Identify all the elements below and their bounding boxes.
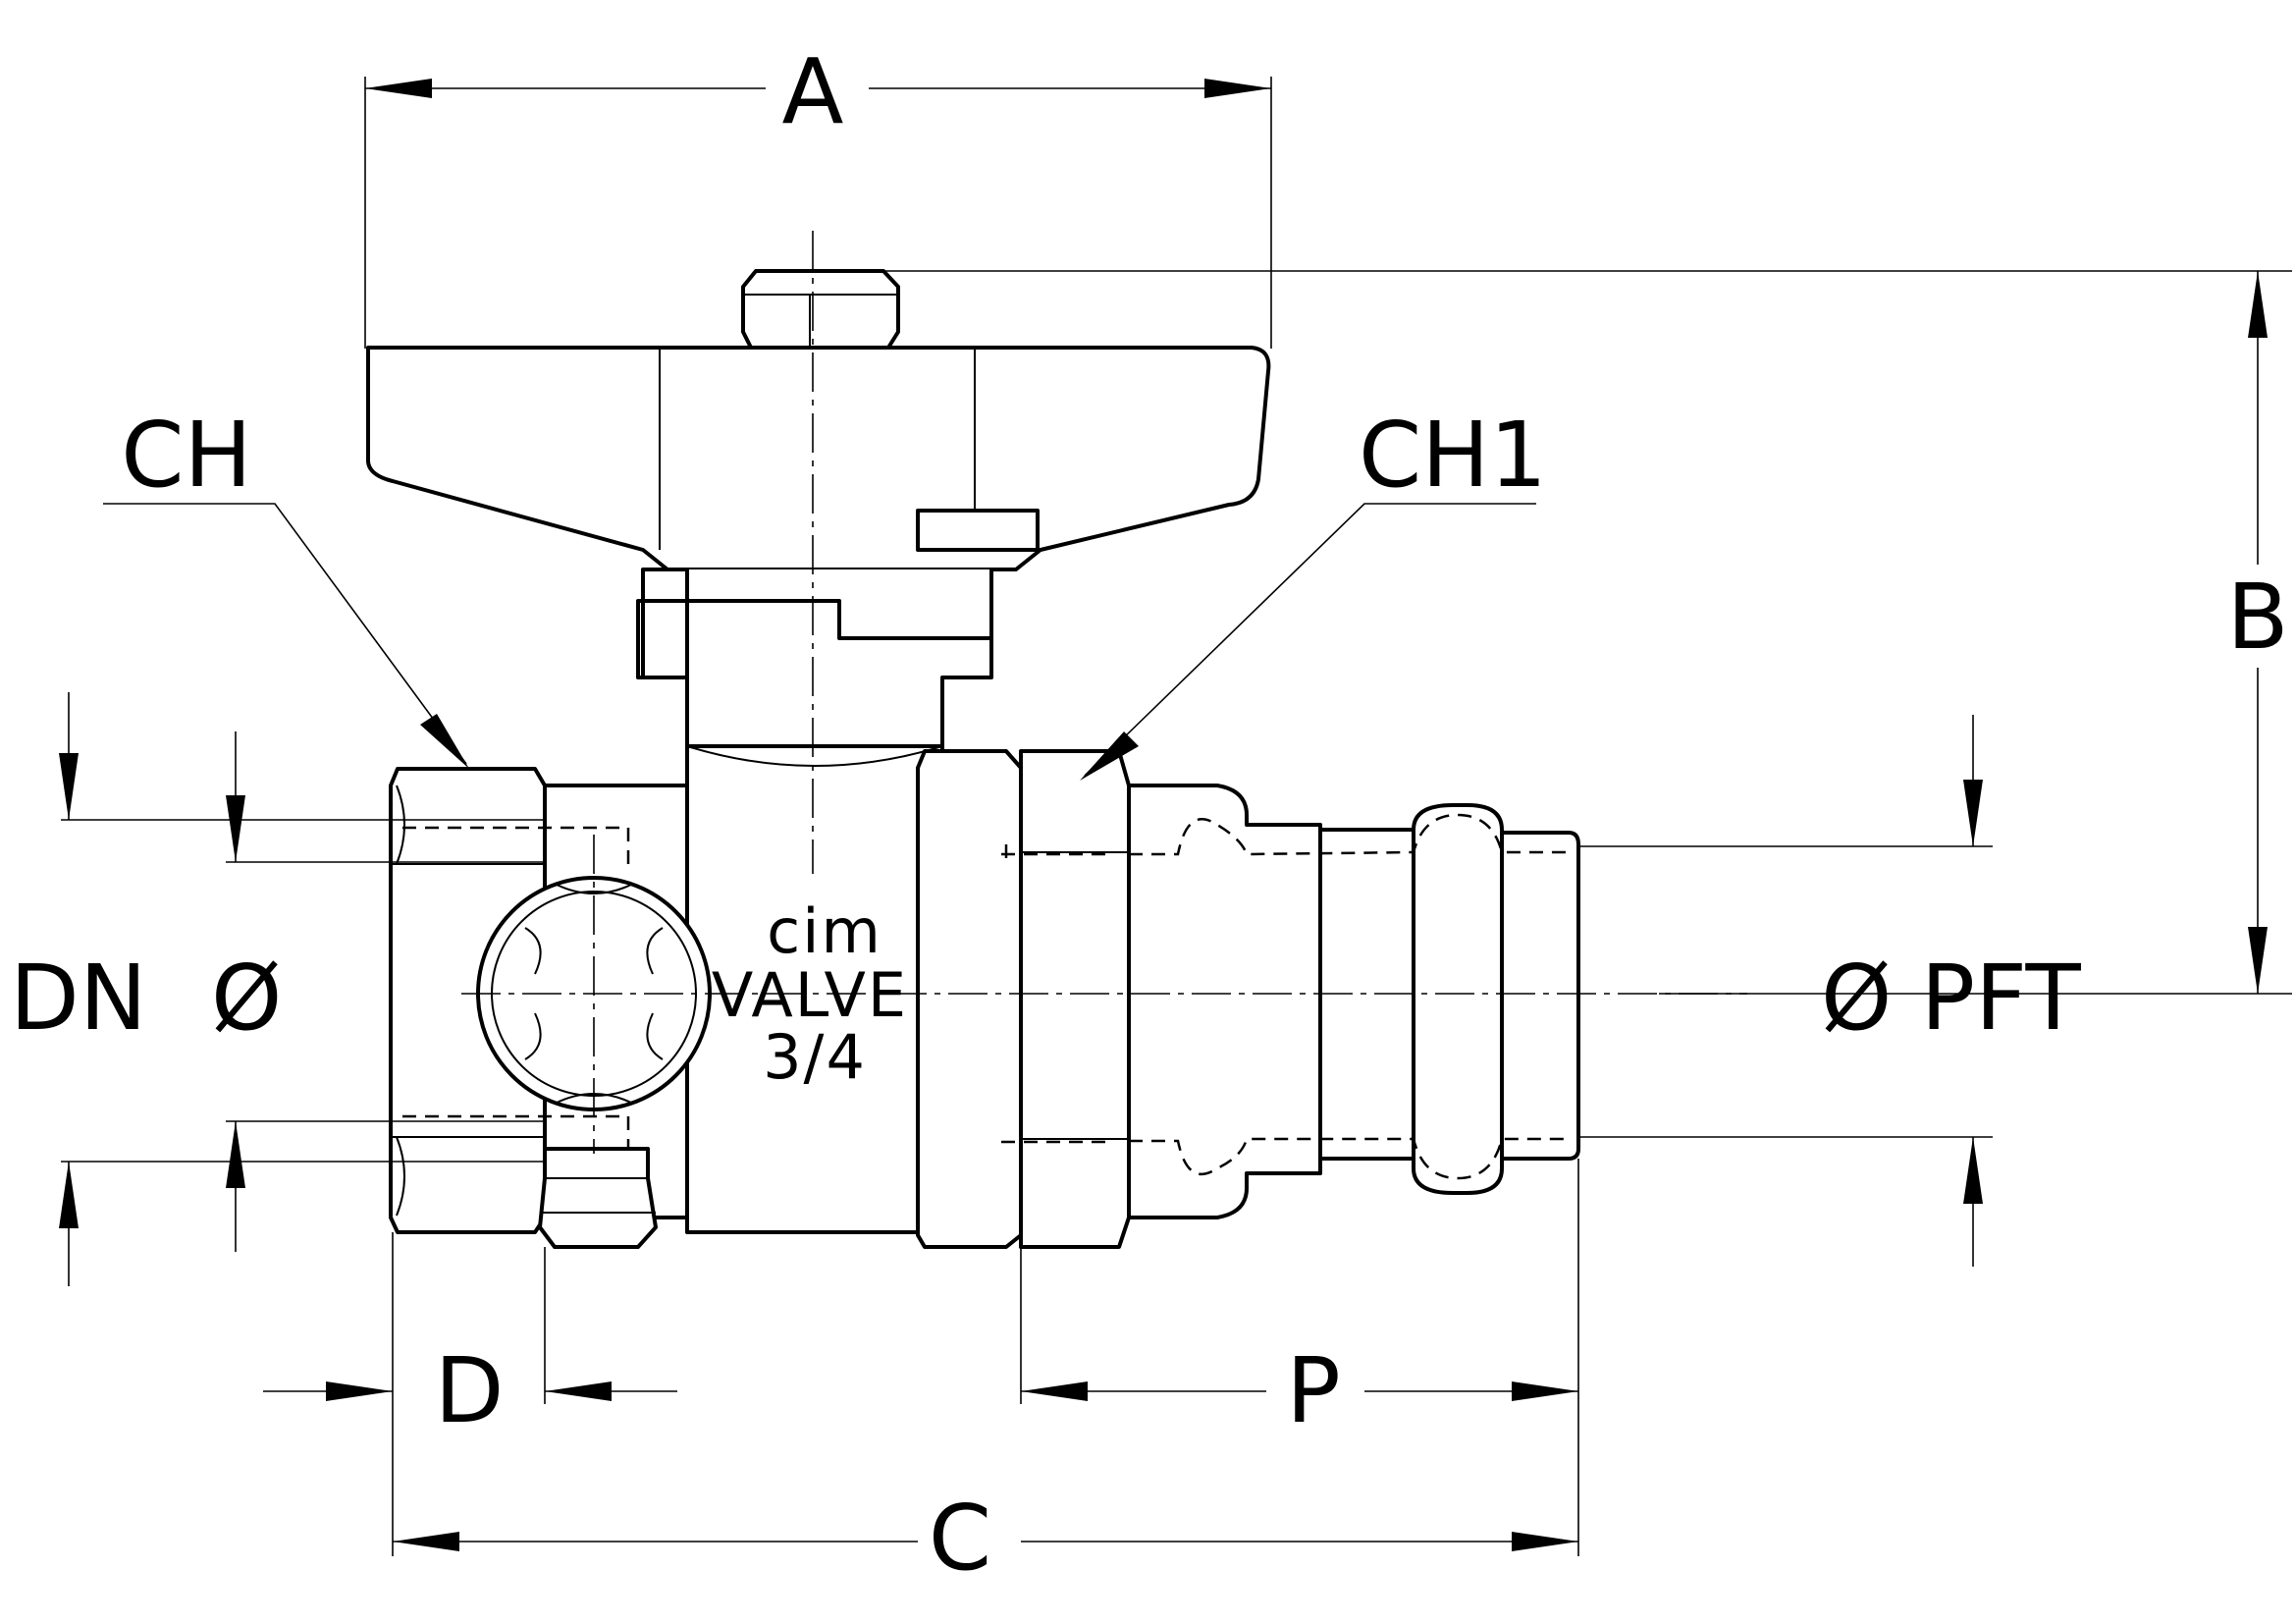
press-fitting: [1127, 784, 1580, 1219]
t-handle: [366, 346, 1271, 571]
dimension-b: [883, 270, 2292, 995]
dimension-dn: [59, 692, 545, 1286]
dimension-a: [364, 77, 1272, 349]
handle-lock-tab: [916, 509, 1040, 552]
dimension-d: [263, 1232, 677, 1556]
label-b: B: [2226, 565, 2288, 670]
dimension-pft: [1578, 715, 1993, 1267]
label-ch: CH: [121, 403, 251, 508]
body-brand: cim: [767, 895, 882, 967]
dimension-c: [393, 1532, 1578, 1551]
right-hex-end: [916, 749, 1131, 1249]
label-c: C: [929, 1486, 991, 1591]
label-p: P: [1286, 1338, 1340, 1443]
body-marking-size: 3/4: [763, 1021, 867, 1093]
label-a: A: [782, 39, 844, 144]
leader-ch1: [1080, 503, 1536, 781]
label-d: D: [435, 1338, 505, 1443]
body-marking-valve: VALVE: [712, 959, 908, 1031]
dimension-p: [1020, 1159, 1579, 1556]
label-diameter-pft: Ø PFT: [1821, 946, 2081, 1051]
label-dn: DN: [10, 946, 147, 1051]
left-hex-end: [389, 767, 630, 1234]
label-diameter-left: Ø: [211, 946, 282, 1051]
leader-ch: [103, 503, 469, 769]
label-ch1: CH1: [1359, 403, 1547, 508]
stem-bonnet: [636, 568, 993, 748]
hex-nut: [741, 269, 900, 350]
